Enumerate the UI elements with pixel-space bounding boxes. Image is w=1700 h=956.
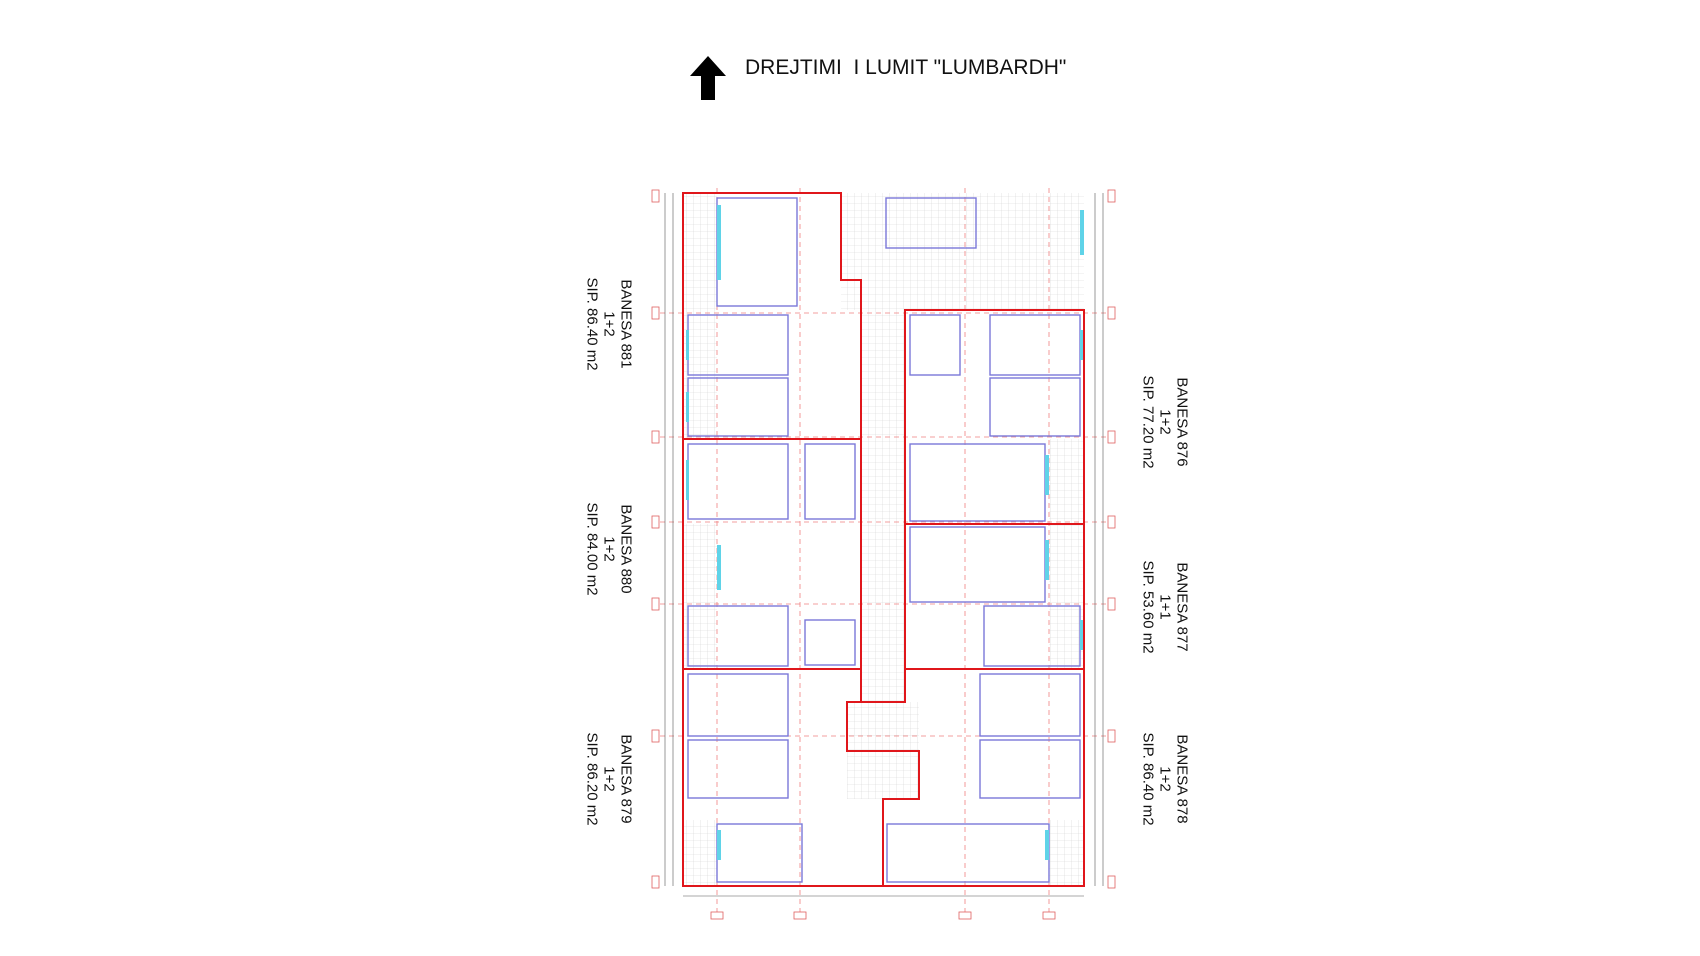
- axis-bubbles: [651, 189, 1116, 920]
- unit-type: 1+1: [1156, 594, 1174, 620]
- unit-name: BANESA 881: [617, 279, 635, 369]
- dimension-lines: [664, 193, 1104, 897]
- unit-area: SIP. 86.40 m2: [583, 277, 601, 371]
- unit-area: SIP. 77.20 m2: [1139, 375, 1157, 469]
- room-walls: [687, 197, 1081, 883]
- unit-outlines: [682, 192, 1085, 887]
- unit-name: BANESA 877: [1173, 562, 1191, 652]
- unit-label-880: BANESA 880 1+2 SIP. 84.00 m2: [584, 489, 635, 609]
- unit-area: SIP. 53.60 m2: [1139, 560, 1157, 654]
- unit-name: BANESA 880: [617, 504, 635, 594]
- unit-type: 1+2: [1156, 766, 1174, 792]
- unit-label-879: BANESA 879 1+2 SIP. 86.20 m2: [584, 719, 635, 839]
- unit-type: 1+2: [600, 766, 618, 792]
- orientation-title: DREJTIMI I LUMIT "LUMBARDH": [745, 56, 1067, 79]
- tiled-areas: [683, 193, 1084, 886]
- unit-label-881: BANESA 881 1+2 SIP. 86.40 m2: [584, 264, 635, 384]
- unit-label-878: BANESA 878 1+2 SIP. 86.40 m2: [1140, 719, 1191, 839]
- unit-label-877: BANESA 877 1+1 SIP. 53.60 m2: [1140, 547, 1191, 667]
- unit-area: SIP. 86.40 m2: [1139, 732, 1157, 826]
- unit-label-876: BANESA 876 1+2 SIP. 77.20 m2: [1140, 362, 1191, 482]
- unit-area: SIP. 86.20 m2: [583, 732, 601, 826]
- unit-type: 1+2: [1156, 409, 1174, 435]
- unit-name: BANESA 876: [1173, 377, 1191, 467]
- windows: [686, 205, 1084, 860]
- north-arrow-icon: [690, 56, 726, 100]
- unit-type: 1+2: [600, 311, 618, 337]
- unit-name: BANESA 878: [1173, 734, 1191, 824]
- unit-type: 1+2: [600, 536, 618, 562]
- unit-name: BANESA 879: [617, 734, 635, 824]
- unit-area: SIP. 84.00 m2: [583, 502, 601, 596]
